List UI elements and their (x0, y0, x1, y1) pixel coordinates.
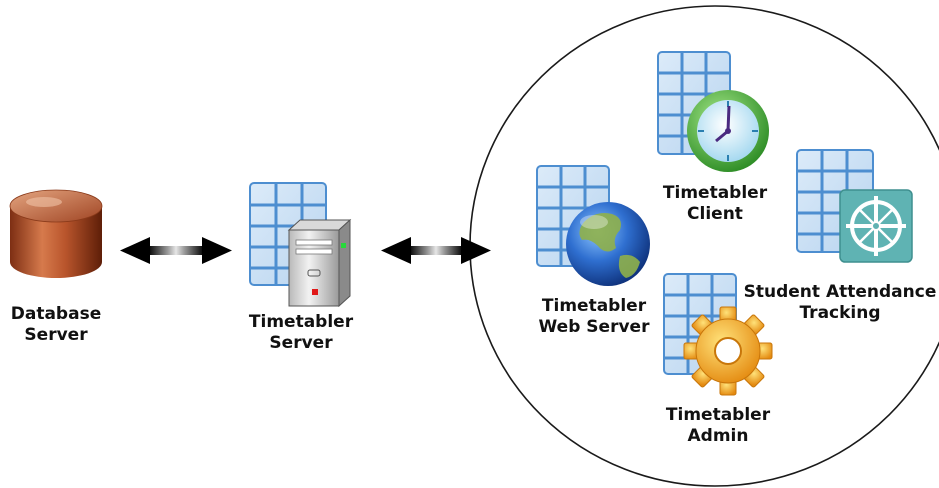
timetabler-server-label: Timetabler Server (246, 312, 356, 354)
database-icon (9, 189, 103, 278)
timetabler-server-label-line1: Timetabler (248, 312, 354, 332)
database-server-label-line1: Database (10, 304, 102, 324)
admin-label-line1: Timetabler (665, 405, 771, 425)
web-server-label: Timetabler Web Server (536, 296, 652, 338)
attendance-label: Student Attendance Tracking (742, 282, 938, 324)
client-label: Timetabler Client (660, 183, 770, 225)
crosshair-icon (839, 189, 913, 263)
client-label-line2: Client (687, 204, 743, 224)
web-server-label-line2: Web Server (538, 317, 650, 337)
attendance-label-line2: Tracking (799, 303, 881, 323)
double-arrow-db-server (120, 237, 232, 264)
gear-icon (683, 306, 773, 396)
database-server-label: Database Server (6, 304, 106, 346)
admin-label: Timetabler Admin (660, 405, 776, 447)
web-server-label-line1: Timetabler (541, 296, 647, 316)
double-arrow-server-clients (381, 237, 491, 264)
timetabler-server-label-line2: Server (269, 333, 333, 353)
globe-icon (566, 202, 650, 286)
clock-icon (687, 90, 769, 172)
client-label-line1: Timetabler (662, 183, 768, 203)
admin-label-line2: Admin (687, 426, 749, 446)
server-tower-icon (287, 218, 352, 308)
attendance-label-line1: Student Attendance (743, 282, 937, 302)
database-server-label-line2: Server (24, 325, 88, 345)
